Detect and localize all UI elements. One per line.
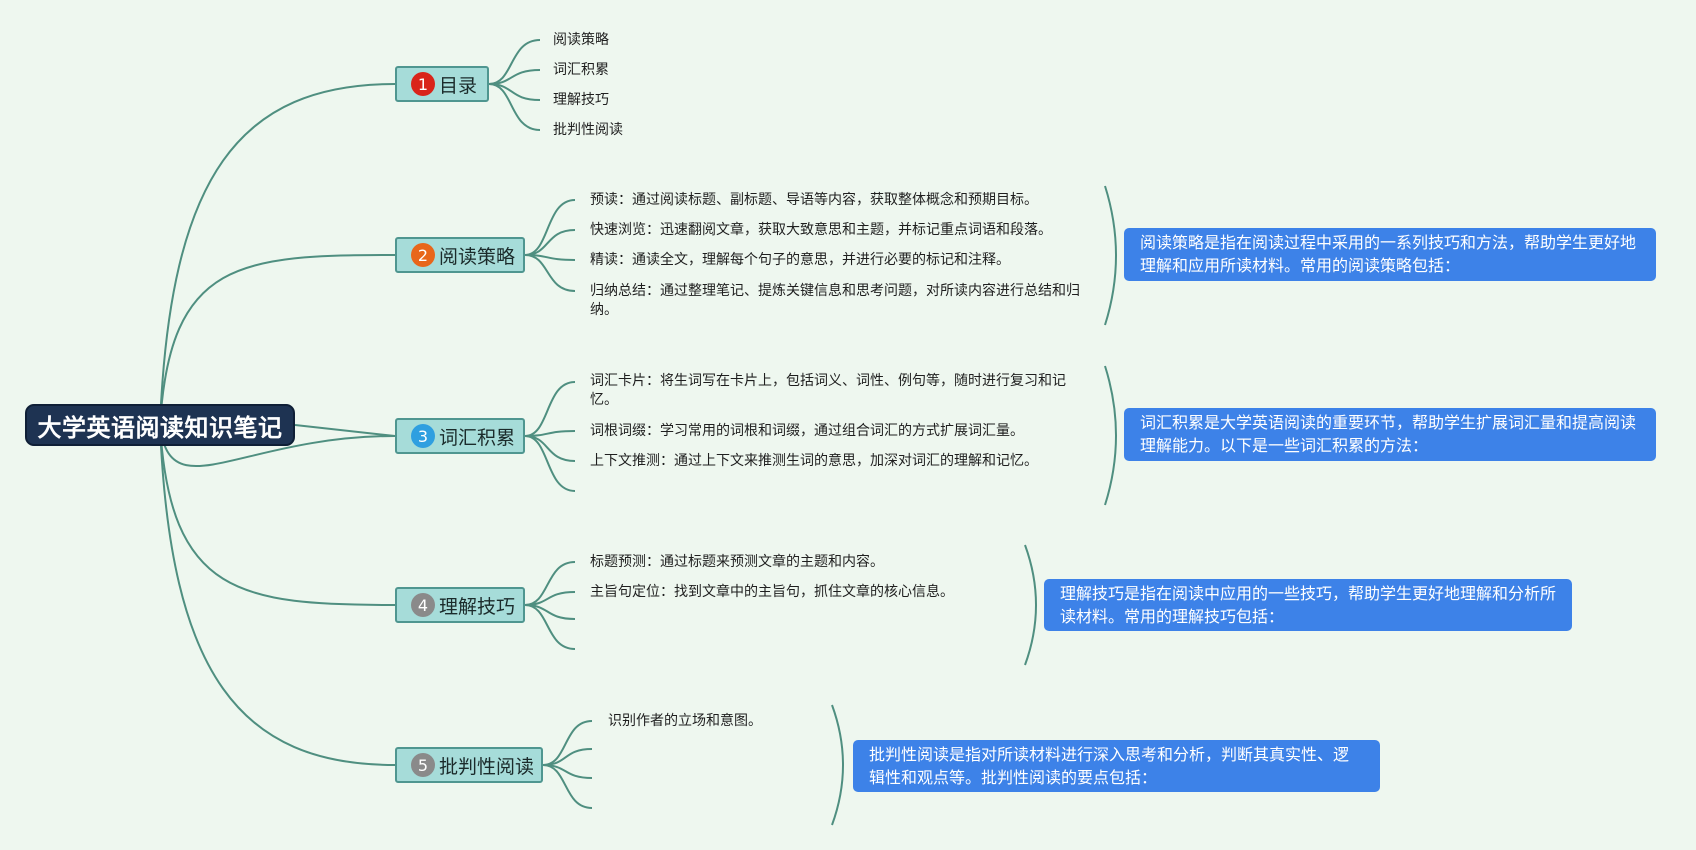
leaf-item[interactable]: 识别作者的立场和意图。 bbox=[608, 713, 762, 729]
leaf-item[interactable]: 批判性阅读 bbox=[553, 122, 623, 138]
topic-note[interactable]: 理解技巧是指在阅读中应用的一些技巧，帮助学生更好地理解和分析所读材料。常用的理解… bbox=[1044, 579, 1572, 631]
summary-bracket bbox=[831, 704, 844, 826]
topic-comprehension[interactable]: 4 理解技巧 bbox=[395, 587, 525, 623]
summary-bracket bbox=[1104, 365, 1117, 506]
leaf-item[interactable]: 快速浏览：迅速翻阅文章，获取大致意思和主题，并标记重点词语和段落。 bbox=[590, 222, 1052, 238]
number-badge-icon: 3 bbox=[411, 424, 435, 448]
leaf-connector bbox=[542, 764, 593, 809]
leaf-connector bbox=[524, 604, 576, 650]
number-badge-icon: 4 bbox=[411, 593, 435, 617]
topic-note[interactable]: 词汇积累是大学英语阅读的重要环节，帮助学生扩展词汇量和提高阅读理解能力。以下是一… bbox=[1124, 408, 1656, 461]
leaf-item[interactable]: 词汇积累 bbox=[553, 62, 609, 78]
leaf-item[interactable]: 词根词缀：学习常用的词根和词缀，通过组合词汇的方式扩展词汇量。 bbox=[590, 423, 1024, 439]
topic-note[interactable]: 阅读策略是指在阅读过程中采用的一系列技巧和方法，帮助学生更好地理解和应用所读材料… bbox=[1124, 228, 1656, 281]
topic-label: 批判性阅读 bbox=[439, 755, 535, 778]
root-connector bbox=[294, 424, 396, 437]
leaf-connector bbox=[488, 83, 541, 131]
root-topic[interactable]: 大学英语阅读知识笔记 bbox=[25, 404, 295, 446]
leaf-connector bbox=[524, 435, 576, 462]
leaf-item[interactable]: 词汇卡片：将生词写在卡片上，包括词义、词性、例句等，随时进行复习和记忆。 bbox=[590, 373, 1066, 408]
root-connector bbox=[159, 424, 396, 766]
number-badge-icon: 2 bbox=[411, 243, 435, 267]
root-connector bbox=[159, 254, 396, 426]
leaf-connector bbox=[524, 435, 576, 492]
topic-contents[interactable]: 1 目录 bbox=[395, 66, 489, 102]
leaf-item[interactable]: 标题预测：通过标题来预测文章的主题和内容。 bbox=[590, 554, 884, 570]
leaf-item[interactable]: 阅读策略 bbox=[553, 32, 609, 48]
leaf-connector bbox=[488, 39, 541, 85]
topic-vocabulary[interactable]: 3 词汇积累 bbox=[395, 418, 525, 454]
topic-label: 阅读策略 bbox=[439, 245, 516, 268]
leaf-connector bbox=[542, 720, 593, 766]
topic-label: 理解技巧 bbox=[439, 595, 516, 618]
summary-bracket bbox=[1104, 185, 1117, 326]
root-connector bbox=[159, 424, 396, 468]
leaf-item[interactable]: 归纳总结：通过整理笔记、提炼关键信息和思考问题，对所读内容进行总结和归纳。 bbox=[590, 283, 1080, 318]
leaf-connector bbox=[524, 199, 576, 256]
leaf-item[interactable]: 精读：通读全文，理解每个句子的意思，并进行必要的标记和注释。 bbox=[590, 252, 1010, 268]
topic-label: 词汇积累 bbox=[439, 426, 516, 449]
number-badge-icon: 1 bbox=[411, 72, 435, 96]
leaf-item[interactable]: 主旨句定位：找到文章中的主旨句，抓住文章的核心信息。 bbox=[590, 584, 954, 600]
topic-note[interactable]: 批判性阅读是指对所读材料进行深入思考和分析，判断其真实性、逻辑性和观点等。批判性… bbox=[853, 740, 1380, 792]
summary-bracket bbox=[1024, 544, 1037, 666]
leaf-connector bbox=[524, 229, 576, 256]
root-connector bbox=[159, 424, 396, 606]
leaf-item[interactable]: 预读：通过阅读标题、副标题、导语等内容，获取整体概念和预期目标。 bbox=[590, 192, 1038, 208]
leaf-item[interactable]: 理解技巧 bbox=[553, 92, 609, 108]
leaf-connector bbox=[524, 381, 576, 437]
topic-label: 目录 bbox=[439, 74, 478, 97]
number-badge-icon: 5 bbox=[411, 753, 435, 777]
leaf-connector bbox=[524, 254, 576, 292]
root-connector bbox=[159, 83, 396, 426]
topic-reading-strategy[interactable]: 2 阅读策略 bbox=[395, 237, 525, 273]
topic-critical-reading[interactable]: 5 批判性阅读 bbox=[395, 747, 543, 783]
leaf-item[interactable]: 上下文推测：通过上下文来推测生词的意思，加深对词汇的理解和记忆。 bbox=[590, 453, 1038, 469]
